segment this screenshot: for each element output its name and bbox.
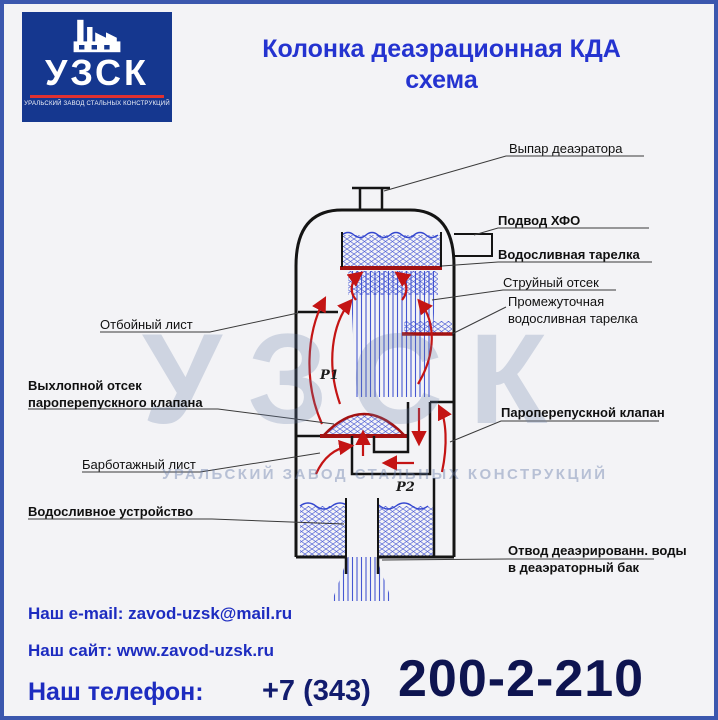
label-vodoslivnoe-ustroystvo: Водосливное устройство: [28, 504, 194, 519]
vessel-outline: [294, 186, 493, 574]
site-label: Наш сайт:: [28, 641, 113, 660]
label-otboyny-list: Отбойный лист: [100, 317, 193, 332]
label-struyny-otsek: Струйный отсек: [503, 275, 599, 290]
deaerator-diagram: [28, 155, 659, 601]
site-value[interactable]: www.zavod-uzsk.ru: [116, 641, 275, 660]
label-vykhlopnoy-otsek: Выхлопной отсек пароперепускного клапана: [28, 378, 203, 410]
steam-arrows: [308, 271, 452, 475]
label-paroperepusknoy-klapan: Пароперепускной клапан: [501, 405, 665, 420]
uzsk-logo: УЗСК УРАЛЬСКИЙ ЗАВОД СТАЛЬНЫХ КОНСТРУКЦИ…: [22, 12, 172, 122]
page-title: Колонка деаэрационная КДА схема: [262, 35, 621, 95]
email-value[interactable]: zavod-uzsk@mail.ru: [128, 604, 293, 623]
logo-divider: [30, 95, 164, 98]
label-podvod-hfo: Подвод ХФО: [498, 213, 581, 228]
label-promezhutochnaya-tarelka: Промежуточная водосливная тарелка: [508, 294, 638, 326]
phone-number: 200-2-210: [398, 650, 645, 708]
email-label: Наш e-mail:: [28, 604, 124, 623]
phone-prefix: +7 (343): [262, 675, 371, 707]
label-barbotazhny-list: Барботажный лист: [82, 457, 196, 472]
label-otvod-vody: Отвод деаэрированн. воды в деаэраторный …: [508, 543, 687, 575]
factory-icon: [73, 19, 121, 53]
leader-lines: [28, 155, 659, 561]
logo-name: УЗСК: [44, 52, 150, 93]
contact-email-line: Наш e-mail: zavod-uzsk@mail.ru: [28, 604, 292, 624]
marker-p1: P1: [320, 368, 339, 383]
contact-site-line: Наш сайт: www.zavod-uzsk.ru: [28, 641, 274, 661]
label-vodoslivnaya-tarelka: Водосливная тарелка: [498, 247, 640, 262]
logo-subtitle: УРАЛЬСКИЙ ЗАВОД СТАЛЬНЫХ КОНСТРУКЦИЙ: [24, 101, 170, 107]
phone-label: Наш телефон:: [28, 678, 204, 706]
label-vypar-deaeratora: Выпар деаэратора: [509, 141, 623, 156]
marker-p2: P2: [396, 480, 415, 495]
